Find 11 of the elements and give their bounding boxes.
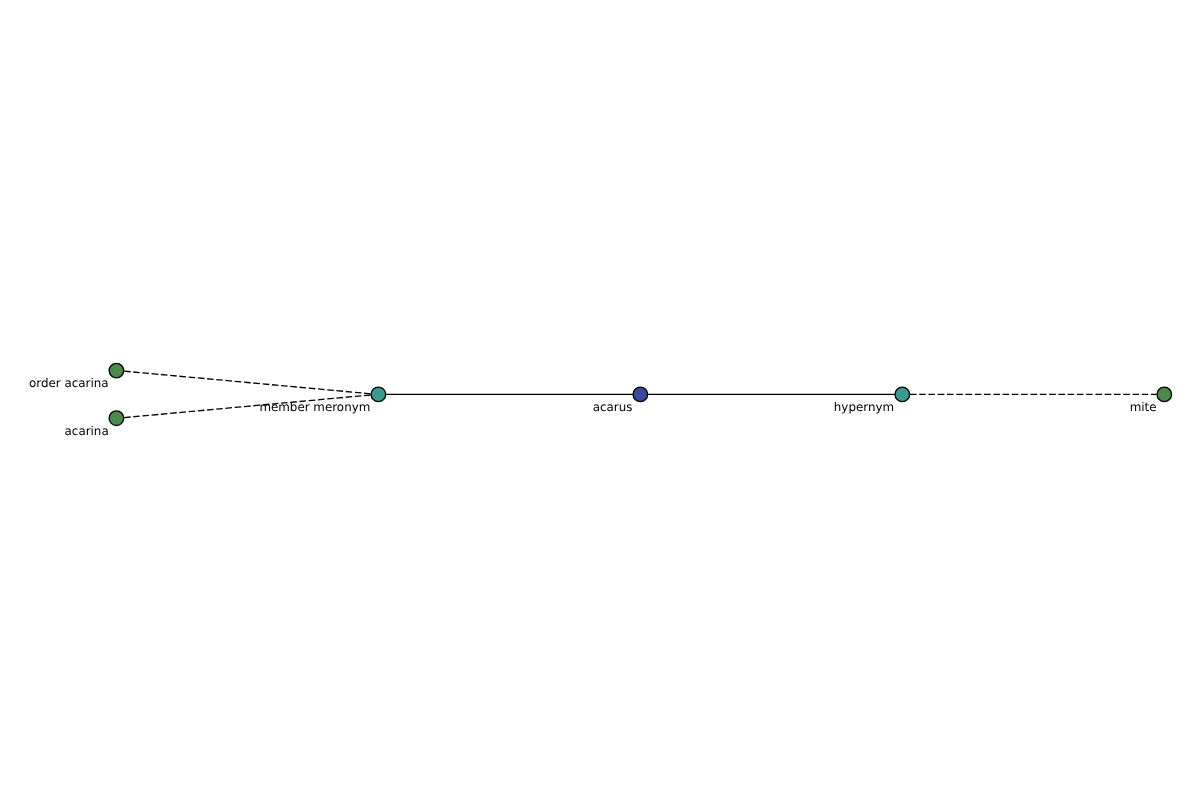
connector xyxy=(123,393,372,418)
node-circle xyxy=(108,409,125,426)
node-circle xyxy=(1156,385,1173,402)
connector xyxy=(909,392,1158,395)
node-circle xyxy=(632,385,649,402)
node-circle xyxy=(894,385,911,402)
connector xyxy=(647,392,896,395)
connector xyxy=(123,369,372,394)
node-circle xyxy=(370,385,387,402)
connector xyxy=(385,392,634,395)
node-circle xyxy=(108,361,125,378)
